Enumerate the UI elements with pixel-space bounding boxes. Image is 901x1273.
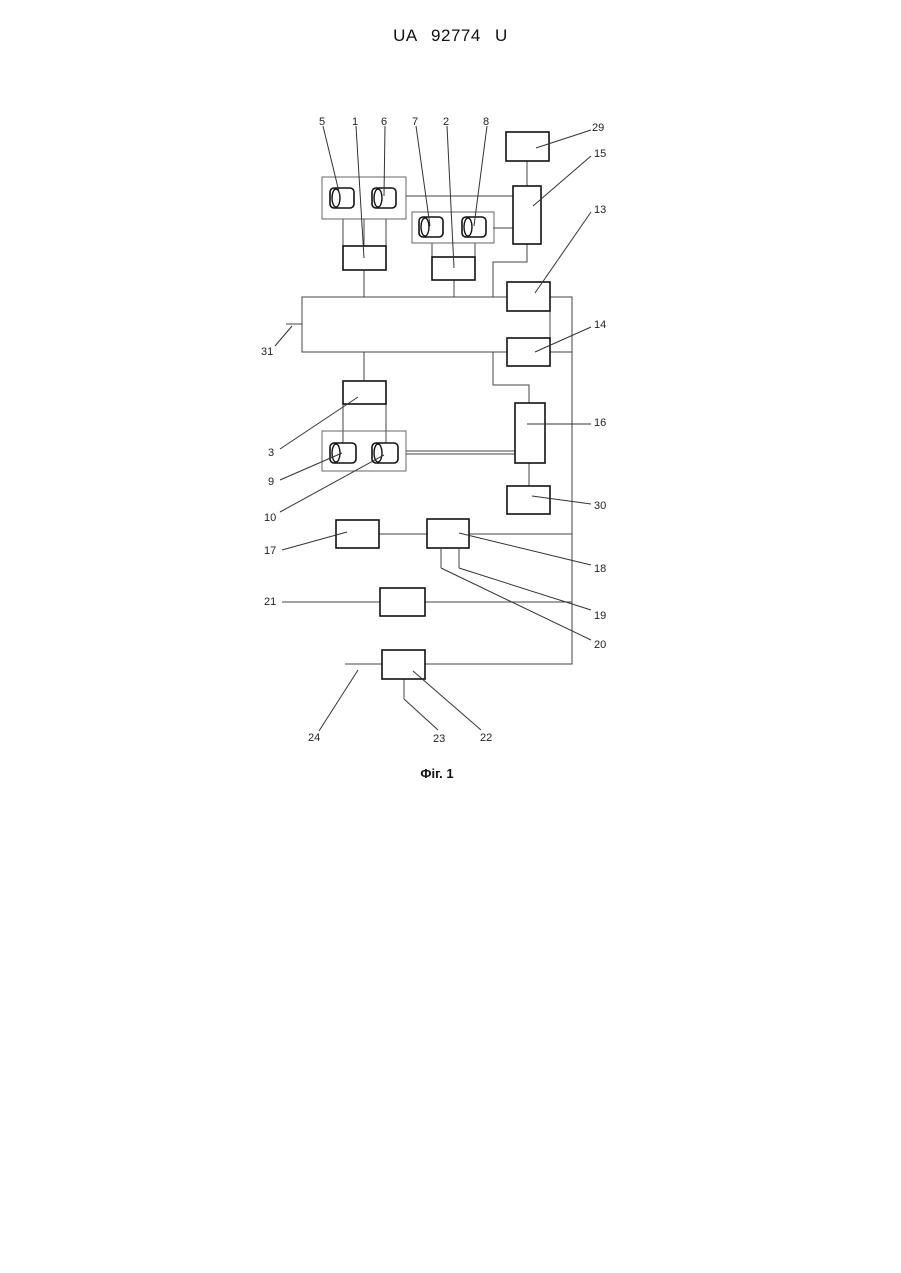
label-13: 13	[594, 204, 606, 216]
label-30: 30	[594, 500, 606, 512]
cylinder-9-icon	[330, 443, 356, 463]
label-3: 3	[268, 447, 274, 459]
block-1	[343, 246, 386, 270]
label-18: 18	[594, 563, 606, 575]
label-31: 31	[261, 346, 273, 358]
label-24: 24	[308, 732, 320, 744]
block-16	[515, 403, 545, 463]
label-21: 21	[264, 596, 276, 608]
label-5: 5	[319, 116, 325, 128]
label-22: 22	[480, 732, 492, 744]
label-15: 15	[594, 148, 606, 160]
block-30	[507, 486, 550, 514]
label-2: 2	[443, 116, 449, 128]
label-6: 6	[381, 116, 387, 128]
cylinder-5-icon	[330, 188, 354, 208]
block-15	[513, 186, 541, 244]
cylinder-8-icon	[462, 217, 486, 237]
block-21	[380, 588, 425, 616]
label-16: 16	[594, 417, 606, 429]
label-9: 9	[268, 476, 274, 488]
label-1: 1	[352, 116, 358, 128]
label-10: 10	[264, 512, 276, 524]
label-14: 14	[594, 319, 606, 331]
block-17	[336, 520, 379, 548]
block-22	[382, 650, 425, 679]
reference-numerals: 5 1 6 7 2 8 29 15 13 14 31 16 3 9 30 10 …	[261, 116, 606, 745]
label-23: 23	[433, 733, 445, 745]
label-20: 20	[594, 639, 606, 651]
block-13	[507, 282, 550, 311]
cylinder-7-icon	[419, 217, 443, 237]
label-8: 8	[483, 116, 489, 128]
label-29: 29	[592, 122, 604, 134]
block-29	[506, 132, 549, 161]
figure-caption: Фіг. 1	[0, 766, 874, 781]
block-3	[343, 381, 386, 404]
label-7: 7	[412, 116, 418, 128]
label-17: 17	[264, 545, 276, 557]
label-19: 19	[594, 610, 606, 622]
block-14	[507, 338, 550, 366]
